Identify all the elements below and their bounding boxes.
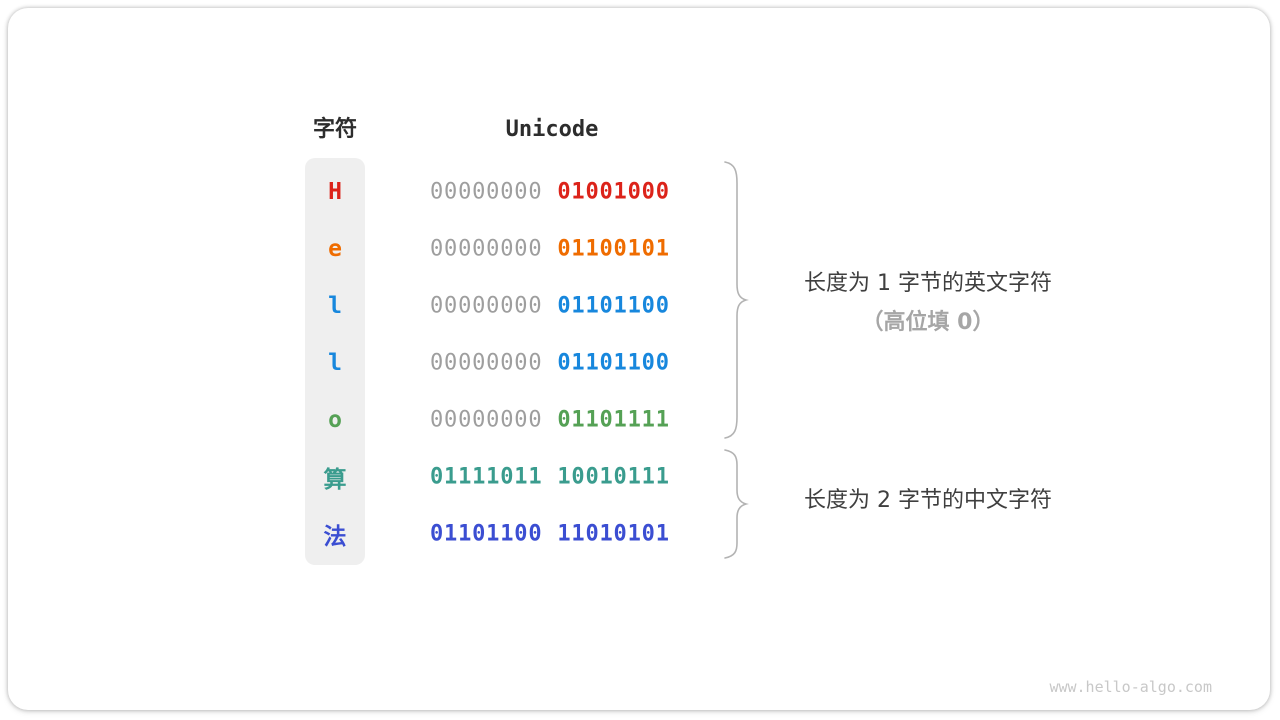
- table-row: H 00000000 01001000: [0, 163, 780, 220]
- table-row: l 00000000 01101100: [0, 334, 780, 391]
- annotation-line: 长度为 2 字节的中文字符: [804, 488, 1052, 513]
- byte-value: 11010101: [557, 521, 670, 546]
- byte-value: 01001000: [557, 179, 670, 204]
- table-row: 算 01111011 10010111: [0, 448, 780, 505]
- byte-value: 00000000: [430, 350, 543, 375]
- char-cell: o: [328, 406, 342, 433]
- byte-value: 00000000: [430, 179, 543, 204]
- byte-value: 00000000: [430, 293, 543, 318]
- char-column-background: [305, 158, 365, 565]
- unicode-bytes: 00000000 01101100: [430, 293, 670, 318]
- byte-value: 01101100: [557, 350, 670, 375]
- byte-value: 00000000: [430, 236, 543, 261]
- annotation-english-chars: 长度为 1 字节的英文字符 （高位填 0）: [758, 264, 1098, 342]
- byte-value: 01101111: [557, 407, 670, 432]
- unicode-bytes: 01101100 11010101: [430, 521, 670, 546]
- byte-value: 01111011: [430, 464, 543, 489]
- column-header-char: 字符: [312, 117, 357, 142]
- byte-value: 10010111: [557, 464, 670, 489]
- byte-value: 00000000: [430, 407, 543, 432]
- encoding-table: H 00000000 01001000 e 00000000 01100101 l …: [0, 163, 780, 562]
- unicode-bytes: 00000000 01101111: [430, 407, 670, 432]
- byte-value: 01101100: [557, 293, 670, 318]
- group-brace-english: [724, 161, 749, 439]
- table-row: 法 01101100 11010101: [0, 505, 780, 562]
- char-cell: l: [328, 292, 342, 319]
- group-brace-chinese: [724, 449, 749, 559]
- unicode-bytes: 00000000 01101100: [430, 350, 670, 375]
- watermark-url: www.hello-algo.com: [1049, 678, 1212, 696]
- char-cell: H: [328, 178, 342, 205]
- table-row: o 00000000 01101111: [0, 391, 780, 448]
- unicode-bytes: 00000000 01100101: [430, 236, 670, 261]
- annotation-subline: （高位填 0）: [861, 310, 995, 335]
- annotation-line: 长度为 1 字节的英文字符: [804, 271, 1052, 296]
- table-row: l 00000000 01101100: [0, 277, 780, 334]
- diagram-card: [8, 8, 1270, 710]
- table-row: e 00000000 01100101: [0, 220, 780, 277]
- char-cell: l: [328, 349, 342, 376]
- unicode-bytes: 00000000 01001000: [430, 179, 670, 204]
- char-cell: 算: [323, 466, 347, 493]
- byte-value: 01100101: [557, 236, 670, 261]
- byte-value: 01101100: [430, 521, 543, 546]
- column-header-unicode: Unicode: [505, 117, 599, 142]
- unicode-bytes: 01111011 10010111: [430, 464, 670, 489]
- char-cell: 法: [323, 523, 347, 550]
- char-cell: e: [328, 235, 342, 262]
- annotation-chinese-chars: 长度为 2 字节的中文字符: [758, 481, 1098, 520]
